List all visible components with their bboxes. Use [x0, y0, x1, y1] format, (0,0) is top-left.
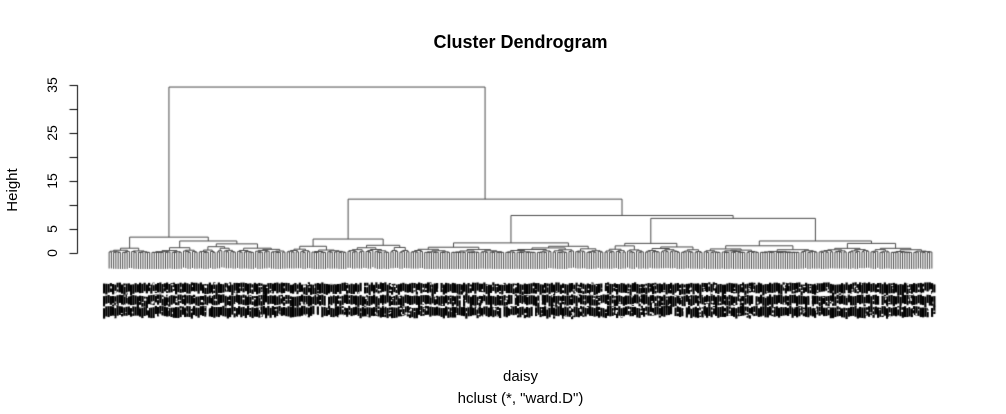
x-axis-caption-data: daisy	[502, 368, 539, 385]
y-tick-label: 25	[44, 124, 60, 141]
y-tick-label: 5	[44, 225, 60, 233]
chart-title: Cluster Dendrogram	[433, 32, 608, 52]
y-tick-label: 15	[44, 173, 60, 189]
x-axis-caption-method: hclust (*, "ward.D")	[457, 390, 584, 407]
y-axis-title: Height	[4, 168, 21, 212]
y-tick-label: 35	[44, 76, 60, 93]
